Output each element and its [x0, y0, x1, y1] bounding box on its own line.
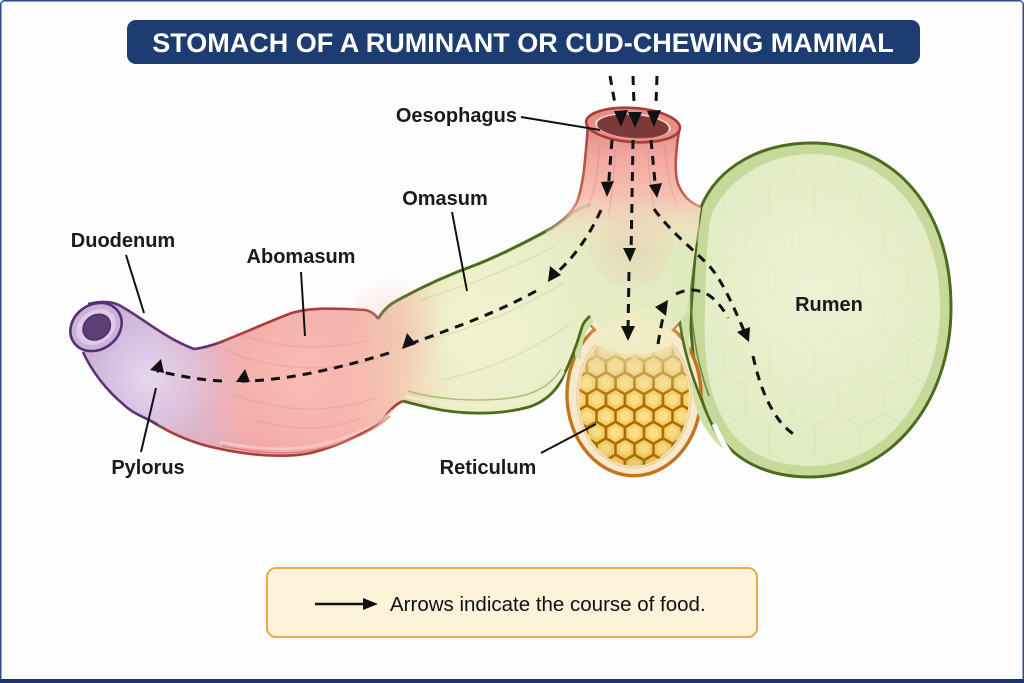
svg-text:Duodenum: Duodenum — [71, 230, 175, 252]
svg-text:Rumen: Rumen — [795, 294, 863, 316]
svg-text:STOMACH OF A RUMINANT OR CUD-C: STOMACH OF A RUMINANT OR CUD-CHEWING MAM… — [152, 28, 893, 58]
svg-text:Pylorus: Pylorus — [111, 457, 184, 479]
svg-text:Omasum: Omasum — [402, 188, 488, 210]
svg-text:Abomasum: Abomasum — [247, 246, 356, 268]
svg-text:Oesophagus: Oesophagus — [396, 105, 517, 127]
svg-text:Arrows indicate the course of: Arrows indicate the course of food. — [390, 593, 706, 616]
svg-text:Reticulum: Reticulum — [440, 457, 537, 479]
